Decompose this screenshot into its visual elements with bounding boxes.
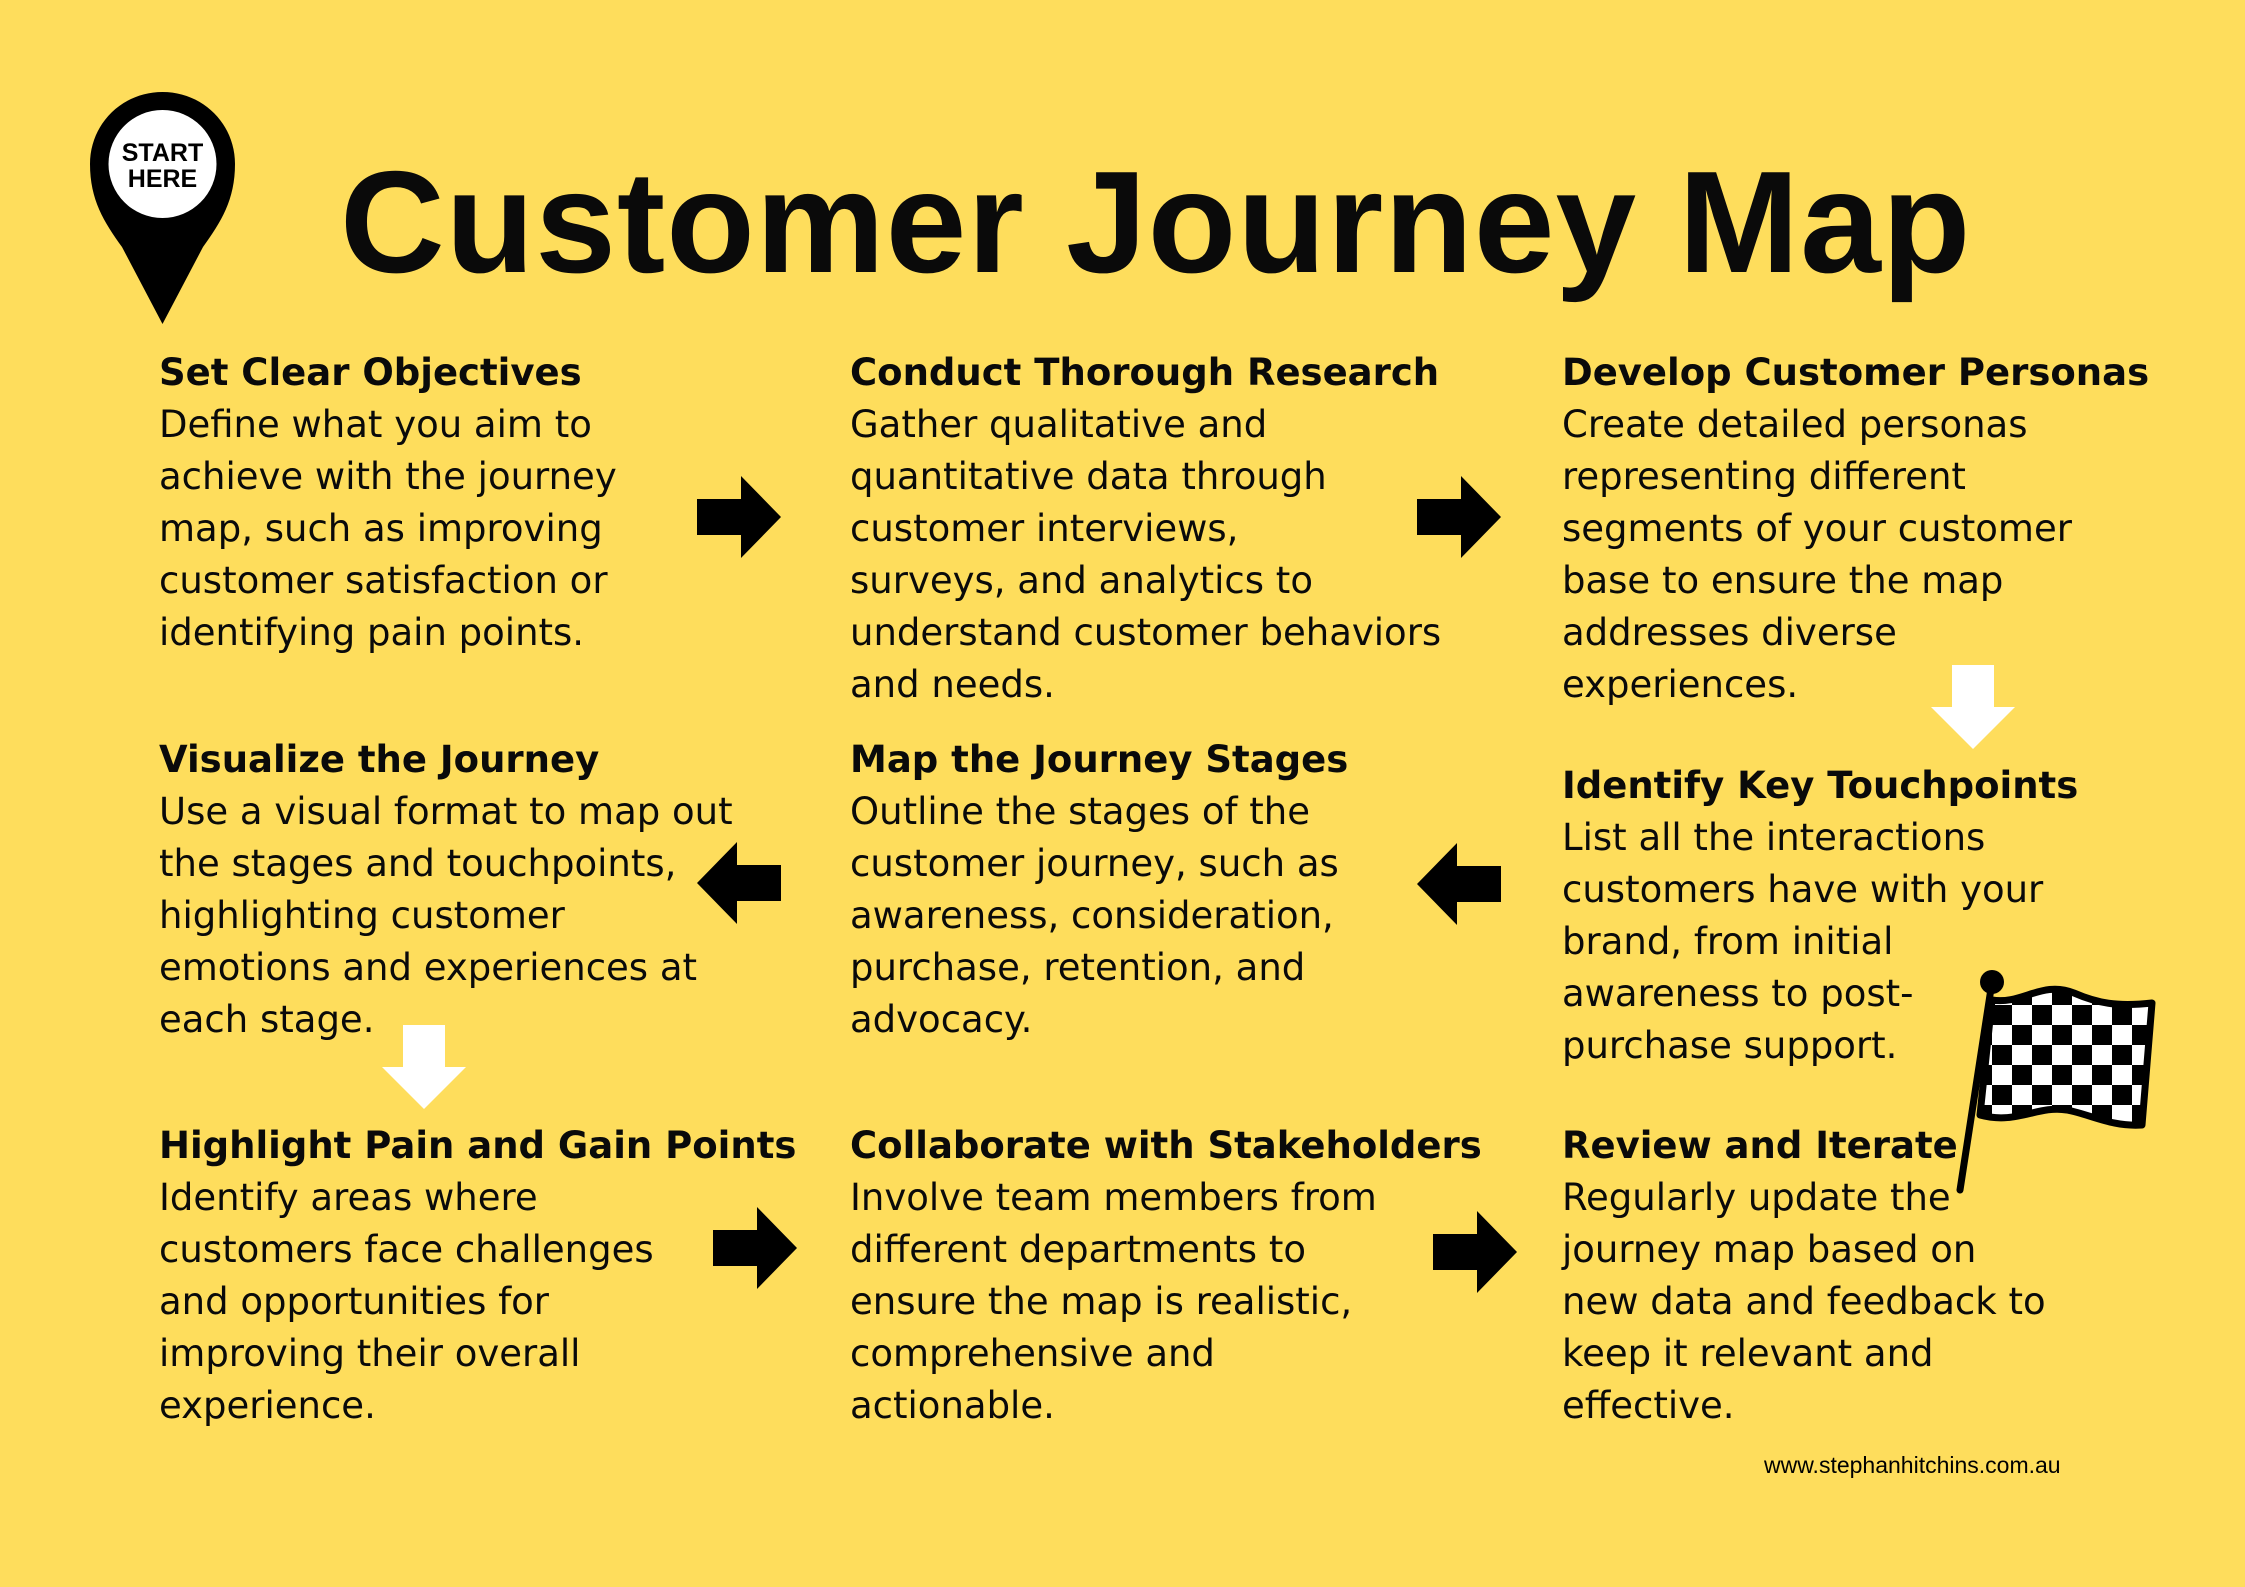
page-title: Customer Journey Map [340, 141, 1972, 303]
website-link[interactable]: www.stephanhitchins.com.au [1764, 1452, 2061, 1478]
arrow-right-icon [697, 476, 781, 558]
arrow-left-icon [697, 842, 781, 924]
step-description: Create detailed personas representing di… [1562, 403, 2072, 706]
step-title: Set Clear Objectives [159, 351, 582, 394]
here-label: HERE [127, 165, 198, 193]
step-title: Identify Key Touchpoints [1562, 764, 2079, 807]
step-description: Define what you aim to achieve with the … [159, 403, 617, 654]
start-label: START [121, 139, 204, 167]
step-identify-key-touchpoints: Identify Key Touchpoints List all the in… [1562, 760, 2078, 1072]
step-title: Map the Journey Stages [850, 738, 1349, 781]
arrow-left-icon [1417, 843, 1501, 925]
step-visualize-the-journey: Visualize the Journey Use a visual forma… [159, 734, 733, 1046]
step-description: Regularly update the journey map based o… [1562, 1176, 2046, 1427]
step-description: Gather qualitative and quantitative data… [850, 403, 1442, 706]
step-highlight-pain-and-gain-points: Highlight Pain and Gain Points Identify … [159, 1120, 796, 1432]
step-description: Identify areas where customers face chal… [159, 1176, 654, 1427]
step-develop-customer-personas: Develop Customer Personas Create detaile… [1562, 347, 2149, 711]
step-review-and-iterate: Review and Iterate Regularly update the … [1562, 1120, 2046, 1432]
step-title: Highlight Pain and Gain Points [159, 1124, 797, 1167]
arrow-down-icon [382, 1025, 466, 1109]
step-description: List all the interactions customers have… [1562, 816, 2044, 1067]
step-conduct-thorough-research: Conduct Thorough Research Gather qualita… [850, 347, 1441, 711]
arrow-right-icon [1433, 1211, 1517, 1293]
checkered-flag-icon [1952, 965, 2162, 1200]
arrow-down-icon [1931, 665, 2015, 749]
step-description: Involve team members from different depa… [850, 1176, 1377, 1427]
step-title: Develop Customer Personas [1562, 351, 2150, 394]
step-title: Visualize the Journey [159, 738, 600, 781]
step-description: Use a visual format to map out the stage… [159, 790, 733, 1041]
step-collaborate-with-stakeholders: Collaborate with Stakeholders Involve te… [850, 1120, 1482, 1432]
step-description: Outline the stages of the customer journ… [850, 790, 1339, 1041]
step-set-clear-objectives: Set Clear Objectives Define what you aim… [159, 347, 617, 659]
arrow-right-icon [1417, 476, 1501, 558]
step-map-the-journey-stages: Map the Journey Stages Outline the stage… [850, 734, 1348, 1046]
arrow-right-icon [713, 1207, 797, 1289]
step-title: Collaborate with Stakeholders [850, 1124, 1482, 1167]
step-title: Review and Iterate [1562, 1124, 1958, 1167]
step-title: Conduct Thorough Research [850, 351, 1440, 394]
start-here-label: START HERE [90, 140, 235, 192]
start-here-pin-icon: START HERE [90, 92, 235, 327]
